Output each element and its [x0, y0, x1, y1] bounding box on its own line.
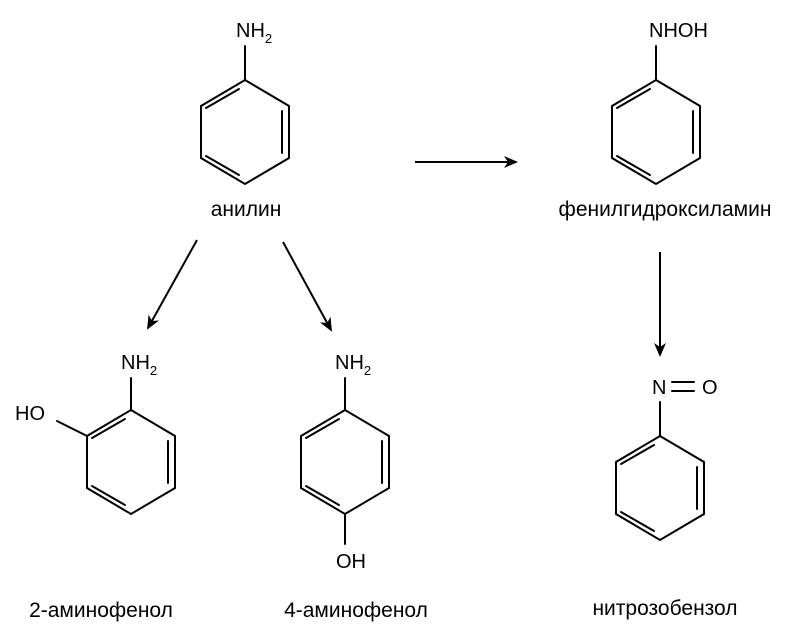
hydroxy-group-label: OH [336, 551, 366, 573]
hydroxylamino-group-label: NHOH [649, 20, 708, 42]
arrow-aniline-to-2-aminophenol [147, 239, 198, 330]
arrow-aniline-to-4-aminophenol [282, 241, 332, 332]
benzene-ring [86, 408, 176, 516]
aminophenol-4-molecule: NH2 OH 4-аминофенол [284, 352, 428, 622]
hydroxy-group-label: HO [15, 403, 45, 425]
aniline-name: анилин [211, 198, 282, 221]
amino-group-label: NH2 [236, 20, 272, 46]
benzene-ring [615, 434, 705, 542]
phenylhydroxylamine-name: фенилгидроксиламин [559, 198, 772, 221]
amino-group-label: NH2 [121, 352, 157, 378]
nitrosobenzene-molecule: N O нитрозобензол [592, 377, 737, 620]
benzene-ring [300, 408, 390, 516]
nitrosobenzene-name: нитрозобензол [592, 597, 737, 620]
aniline-molecule: NH2 анилин [200, 20, 290, 221]
benzene-ring [611, 78, 701, 186]
aminophenol-4-name: 4-аминофенол [284, 599, 428, 622]
c-o-bond [56, 420, 88, 437]
aminophenol-2-molecule: NH2 HO 2-аминофенол [15, 352, 176, 622]
nitrogen-atom-label: N [652, 377, 666, 399]
phenylhydroxylamine-molecule: NHOH фенилгидроксиламин [559, 20, 772, 221]
oxygen-atom-label: O [702, 377, 718, 399]
amino-group-label: NH2 [335, 352, 371, 378]
aminophenol-2-name: 2-аминофенол [29, 599, 173, 622]
benzene-ring [200, 78, 290, 186]
